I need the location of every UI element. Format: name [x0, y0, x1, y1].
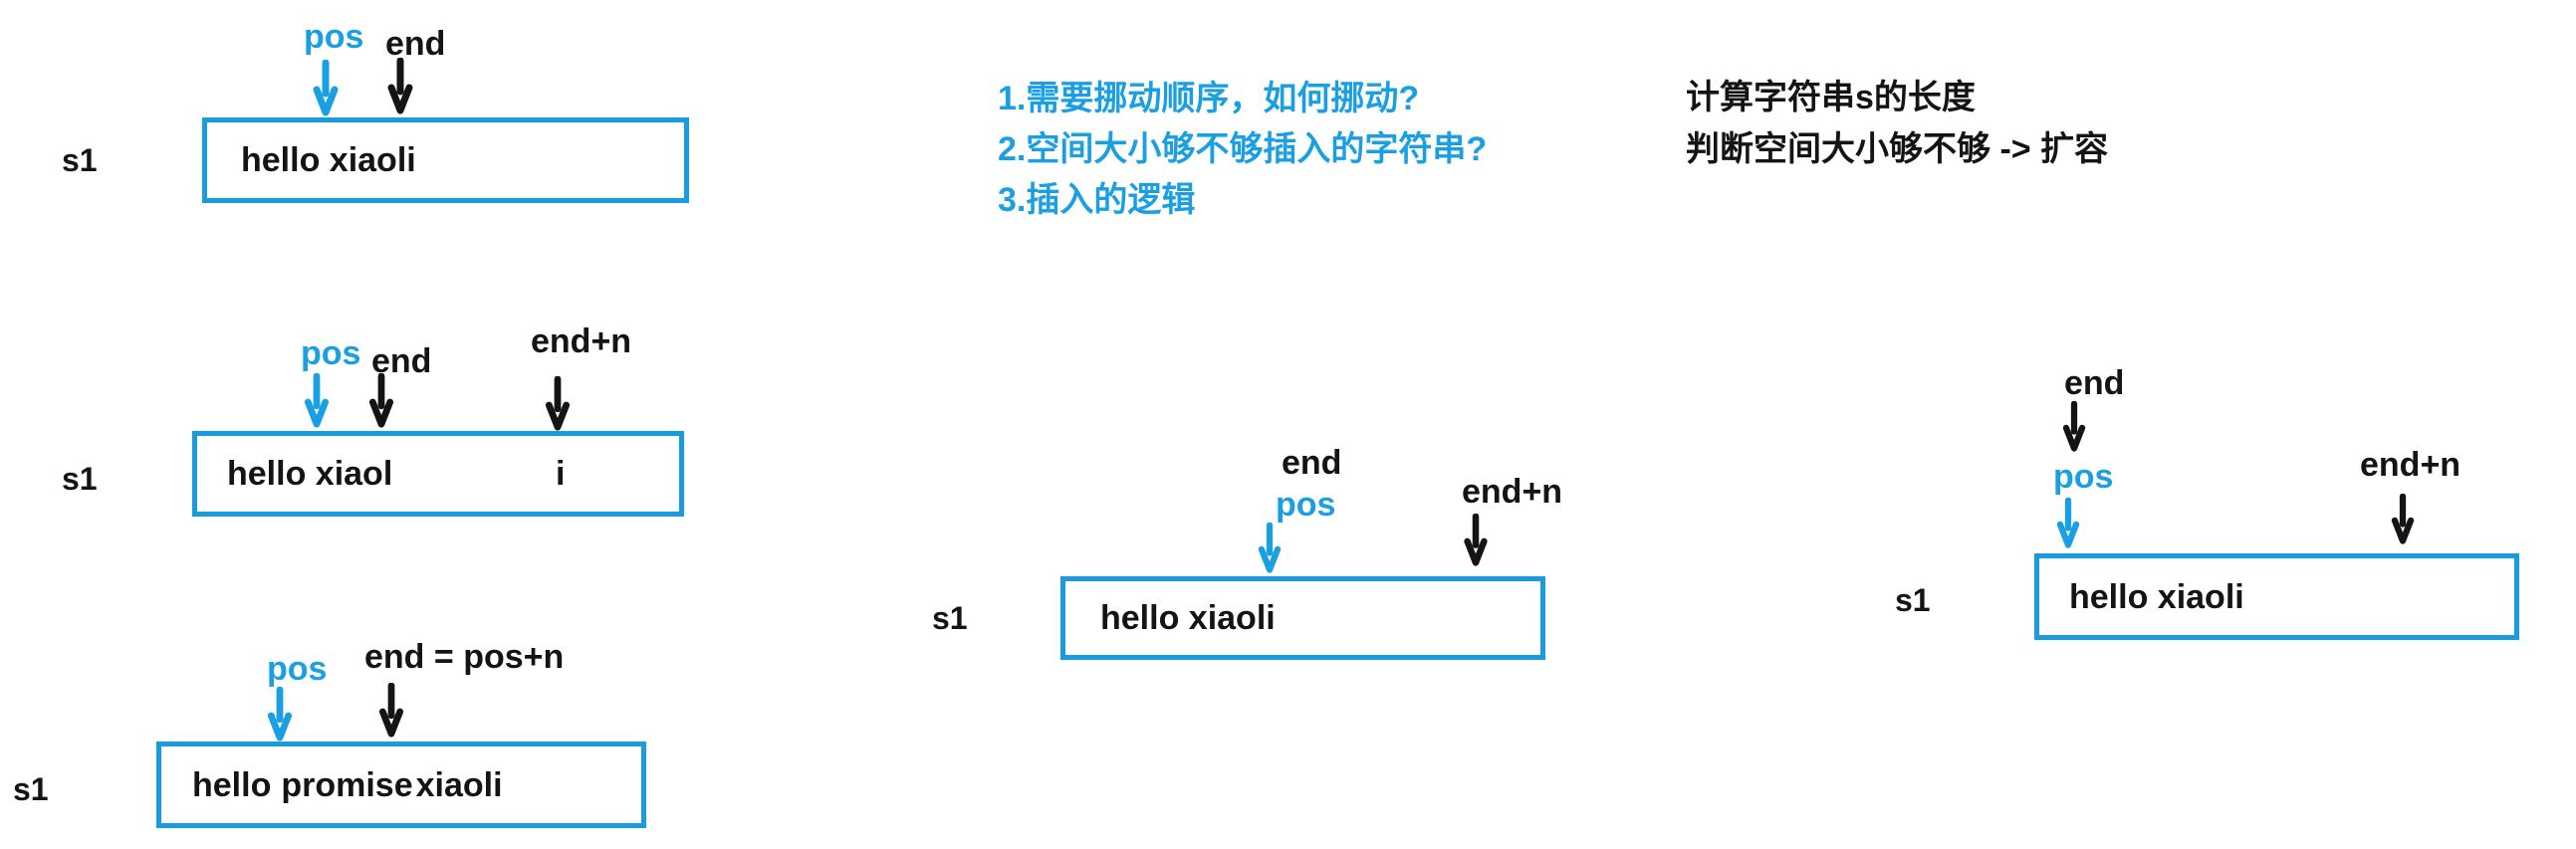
- d2-pos-label: pos: [301, 334, 361, 372]
- d2-end-label: end: [371, 342, 432, 380]
- d4-var-label: s1: [932, 600, 968, 636]
- d5-end-label: end: [2064, 364, 2125, 402]
- d2-end-n-down-arrow-icon: [545, 376, 571, 431]
- d2-end-n-label: end+n: [531, 322, 632, 360]
- d5-string-text: hello xiaoli: [2069, 577, 2244, 616]
- d3-end-eq-label: end = pos+n: [364, 638, 565, 676]
- notes-blue-line-2: 2.空间大小够不够插入的字符串?: [998, 130, 1488, 168]
- d2-pos-down-arrow-icon: [304, 373, 330, 428]
- d4-pos-down-arrow-icon: [1258, 523, 1282, 573]
- d3-string-box: hello promise xiaoli: [156, 742, 646, 828]
- d2-string-text-right: i: [556, 455, 566, 493]
- d1-string-text: hello xiaoli: [241, 141, 416, 179]
- d2-string-text-left: hello xiaol: [227, 455, 393, 493]
- d5-end-n-down-arrow-icon: [2391, 494, 2415, 544]
- d2-end-down-arrow-icon: [368, 373, 394, 428]
- d1-end-down-arrow-icon: [387, 58, 413, 114]
- d4-end-n-label: end+n: [1462, 473, 1563, 511]
- d5-pos-down-arrow-icon: [2056, 498, 2080, 548]
- d5-end-down-arrow-icon: [2062, 401, 2086, 452]
- d4-string-text: hello xiaoli: [1100, 599, 1276, 637]
- d3-end-down-arrow-icon: [378, 683, 404, 738]
- d5-pos-label: pos: [2053, 458, 2114, 496]
- d4-end-label: end: [1282, 444, 1342, 482]
- notes-black: 计算字符串s的长度 判断空间大小够不够 -> 扩容: [1686, 72, 2108, 175]
- notes-blue: 1.需要挪动顺序，如何挪动? 2.空间大小够不够插入的字符串? 3.插入的逻辑: [998, 74, 1487, 226]
- d2-var-label: s1: [62, 461, 98, 497]
- d1-var-label: s1: [62, 142, 98, 178]
- notes-blue-line-3: 3.插入的逻辑: [998, 181, 1196, 219]
- d1-pos-down-arrow-icon: [313, 60, 339, 116]
- notes-blue-line-1: 1.需要挪动顺序，如何挪动?: [998, 80, 1420, 117]
- d1-pos-label: pos: [304, 18, 364, 56]
- d5-var-label: s1: [1895, 582, 1931, 618]
- d3-pos-down-arrow-icon: [267, 687, 293, 742]
- d5-string-box: hello xiaoli: [2034, 553, 2519, 640]
- d1-end-label: end: [385, 25, 446, 63]
- notes-black-line-1: 计算字符串s的长度: [1686, 79, 1976, 116]
- d3-var-label: s1: [13, 771, 49, 807]
- d5-end-n-label: end+n: [2360, 446, 2461, 484]
- d3-string-text-promise: promise: [281, 765, 413, 804]
- d1-string-box: hello xiaoli: [202, 117, 689, 203]
- d4-string-box: hello xiaoli: [1060, 576, 1545, 660]
- d3-string-text-xiaoli: xiaoli: [415, 765, 503, 804]
- d2-string-box: hello xiaol i: [192, 431, 684, 517]
- notes-black-line-2: 判断空间大小够不够 -> 扩容: [1686, 130, 2109, 168]
- d3-pos-label: pos: [267, 650, 328, 688]
- d4-end-n-down-arrow-icon: [1464, 514, 1488, 566]
- d3-string-text-hello: hello: [192, 765, 272, 804]
- d4-pos-label: pos: [1276, 486, 1336, 524]
